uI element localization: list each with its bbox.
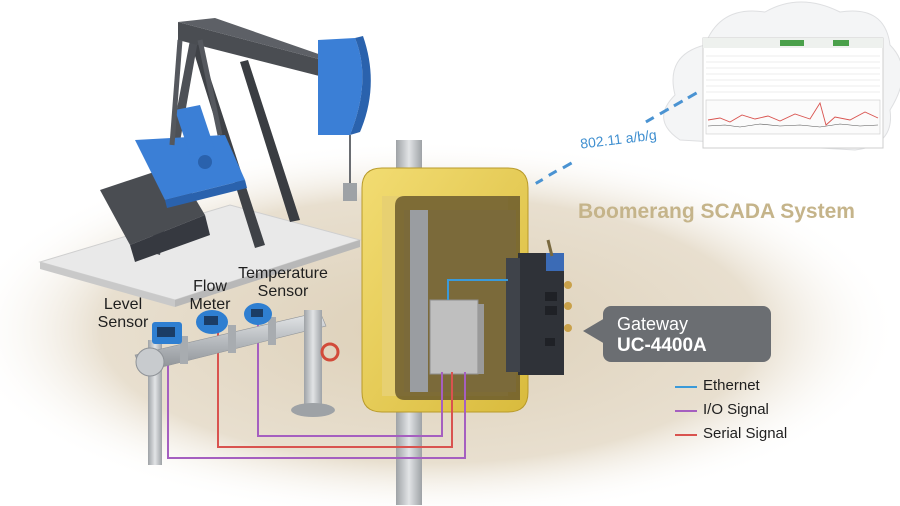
level-sensor-label: Level Sensor: [88, 296, 158, 332]
legend-swatch-ethernet: [675, 386, 697, 388]
gateway-callout-model: UC-4400A: [617, 335, 707, 356]
gateway-callout: Gateway UC-4400A: [603, 306, 771, 362]
pipeline: [134, 303, 340, 465]
flow-meter-label: Flow Meter: [180, 278, 240, 314]
level-sensor-label-line1: Level: [103, 296, 143, 313]
legend-label-ethernet: Ethernet: [703, 377, 760, 394]
flow-meter-label-line2: Meter: [189, 296, 231, 313]
system-title: Boomerang SCADA System: [578, 200, 855, 223]
temperature-sensor-label-line2: Sensor: [257, 283, 309, 300]
legend-label-serial-signal: Serial Signal: [703, 425, 788, 442]
enclosure: [361, 167, 529, 413]
legend-swatch-serial-signal: [675, 434, 697, 436]
flow-meter-label-line1: Flow: [193, 278, 227, 295]
pump-jack: [38, 18, 371, 307]
legend-swatch-io-signal: [675, 410, 697, 412]
cloud-dashboard: [663, 1, 900, 151]
gateway-callout-pointer: [583, 318, 605, 344]
signal-cables: [167, 279, 508, 459]
level-sensor-label-line2: Sensor: [97, 314, 149, 331]
gateway-device: [506, 239, 572, 375]
legend-label-io-signal: I/O Signal: [703, 401, 769, 418]
temperature-sensor-label: Temperature Sensor: [228, 265, 338, 301]
temperature-sensor-label-line1: Temperature: [238, 265, 328, 282]
gateway-callout-title: Gateway: [617, 314, 689, 334]
wireless-signal: [535, 91, 698, 185]
